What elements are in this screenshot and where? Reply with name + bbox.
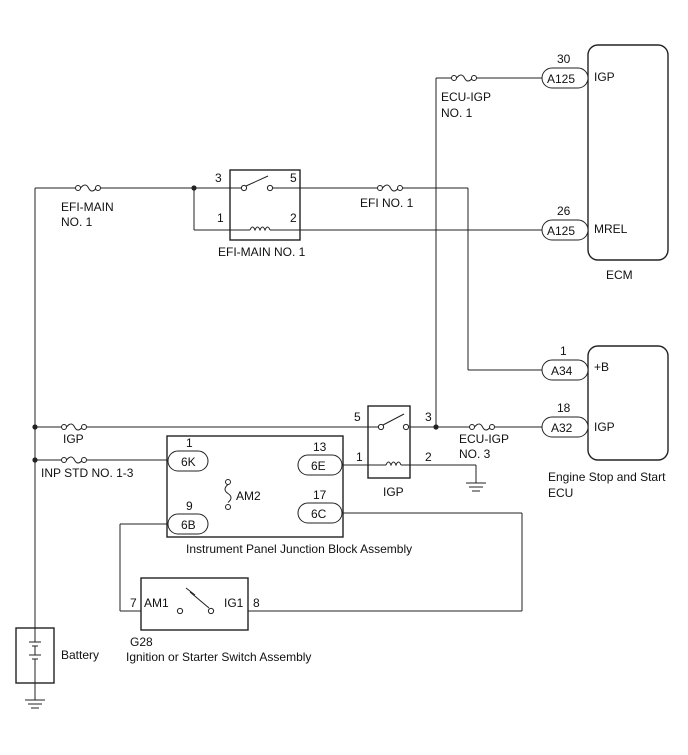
connector-label: 6E xyxy=(311,459,326,473)
connector-label: A34 xyxy=(551,364,573,378)
pin-label: 9 xyxy=(186,499,193,513)
junction-dot xyxy=(32,457,38,463)
fuse-label: NO. 1 xyxy=(441,106,473,120)
junction-dot xyxy=(32,424,38,430)
pin-label: 18 xyxy=(557,401,571,415)
pin-label: 3 xyxy=(425,410,432,424)
pin-label: 5 xyxy=(290,171,297,185)
ecm-block: A125 30 IGP A125 26 MREL ECM xyxy=(541,44,669,282)
fuse-label: NO. 1 xyxy=(61,215,93,229)
pin-label: 1 xyxy=(217,211,224,225)
igp-relay: 5 3 1 2 IGP xyxy=(354,405,432,499)
fuse-label: IGP xyxy=(63,432,84,446)
component-title: ECM xyxy=(606,268,633,282)
pin-label: 1 xyxy=(356,450,363,464)
pin-label: 17 xyxy=(313,488,327,502)
relay-title: IGP xyxy=(383,485,404,499)
pin-label: 2 xyxy=(290,211,297,225)
fuse-label: EFI NO. 1 xyxy=(360,196,414,210)
pin-label: 13 xyxy=(313,440,327,454)
battery-label: Battery xyxy=(61,648,99,662)
fuse-label: INP STD NO. 1-3 xyxy=(41,466,134,480)
signal-label: +B xyxy=(594,360,609,374)
ground-icon xyxy=(466,482,486,492)
junction-dot xyxy=(191,185,197,191)
pin-label: 1 xyxy=(560,344,567,358)
pin-label: 1 xyxy=(186,436,193,450)
fuse-inp-std: INP STD NO. 1-3 xyxy=(41,456,134,480)
component-code: G28 xyxy=(130,635,153,649)
signal-label: MREL xyxy=(594,222,628,236)
component-title: ECU xyxy=(548,486,573,500)
fuse-ecu-igp-no3: ECU-IGP NO. 3 xyxy=(459,423,509,461)
fuse-label: NO. 3 xyxy=(459,447,491,461)
fuse-efi-main: EFI-MAIN NO. 1 xyxy=(61,184,114,229)
junction-block: 6K 1 6B 9 6E 13 6C 17 AM2 Instrument Pan… xyxy=(166,435,412,556)
terminal-label: IG1 xyxy=(224,596,244,610)
component-title: Instrument Panel Junction Block Assembly xyxy=(186,542,412,556)
pin-label: 7 xyxy=(130,596,137,610)
ground-icon xyxy=(25,699,45,709)
fuse-label: ECU-IGP xyxy=(441,90,491,104)
terminal-label: AM1 xyxy=(144,596,169,610)
relay-title: EFI-MAIN NO. 1 xyxy=(218,245,306,259)
battery-icon xyxy=(29,628,41,683)
pin-label: 26 xyxy=(557,204,571,218)
fuse-label: AM2 xyxy=(236,489,261,503)
fuse-efi-no1: EFI NO. 1 xyxy=(360,184,414,210)
component-title: Engine Stop and Start xyxy=(548,470,666,484)
fuse-igp: IGP xyxy=(61,423,87,446)
pin-label: 2 xyxy=(425,450,432,464)
connector-label: A125 xyxy=(547,72,575,86)
engine-stop-start-ecu: A34 1 +B A32 18 IGP Engine Stop and Star… xyxy=(541,344,669,500)
fuse-label: EFI-MAIN xyxy=(61,200,114,214)
connector-label: 6K xyxy=(181,455,196,469)
component-title: Ignition or Starter Switch Assembly xyxy=(126,650,311,664)
pin-label: 3 xyxy=(215,171,222,185)
junction-dot xyxy=(433,424,439,430)
fuse-label: ECU-IGP xyxy=(459,432,509,446)
signal-label: IGP xyxy=(594,420,615,434)
signal-label: IGP xyxy=(594,70,615,84)
battery: Battery xyxy=(15,627,99,684)
ignition-switch: AM1 IG1 7 8 G28 Ignition or Starter Swit… xyxy=(126,577,311,664)
fuse-ecu-igp-no1: ECU-IGP NO. 1 xyxy=(441,74,491,120)
efi-main-relay: 3 5 1 2 EFI-MAIN NO. 1 xyxy=(215,169,306,259)
pin-label: 5 xyxy=(354,410,361,424)
connector-label: A32 xyxy=(551,421,573,435)
pin-label: 8 xyxy=(253,596,260,610)
connector-label: 6B xyxy=(181,518,196,532)
connector-label: 6C xyxy=(311,507,327,521)
connector-label: A125 xyxy=(547,224,575,238)
pin-label: 30 xyxy=(557,52,571,66)
